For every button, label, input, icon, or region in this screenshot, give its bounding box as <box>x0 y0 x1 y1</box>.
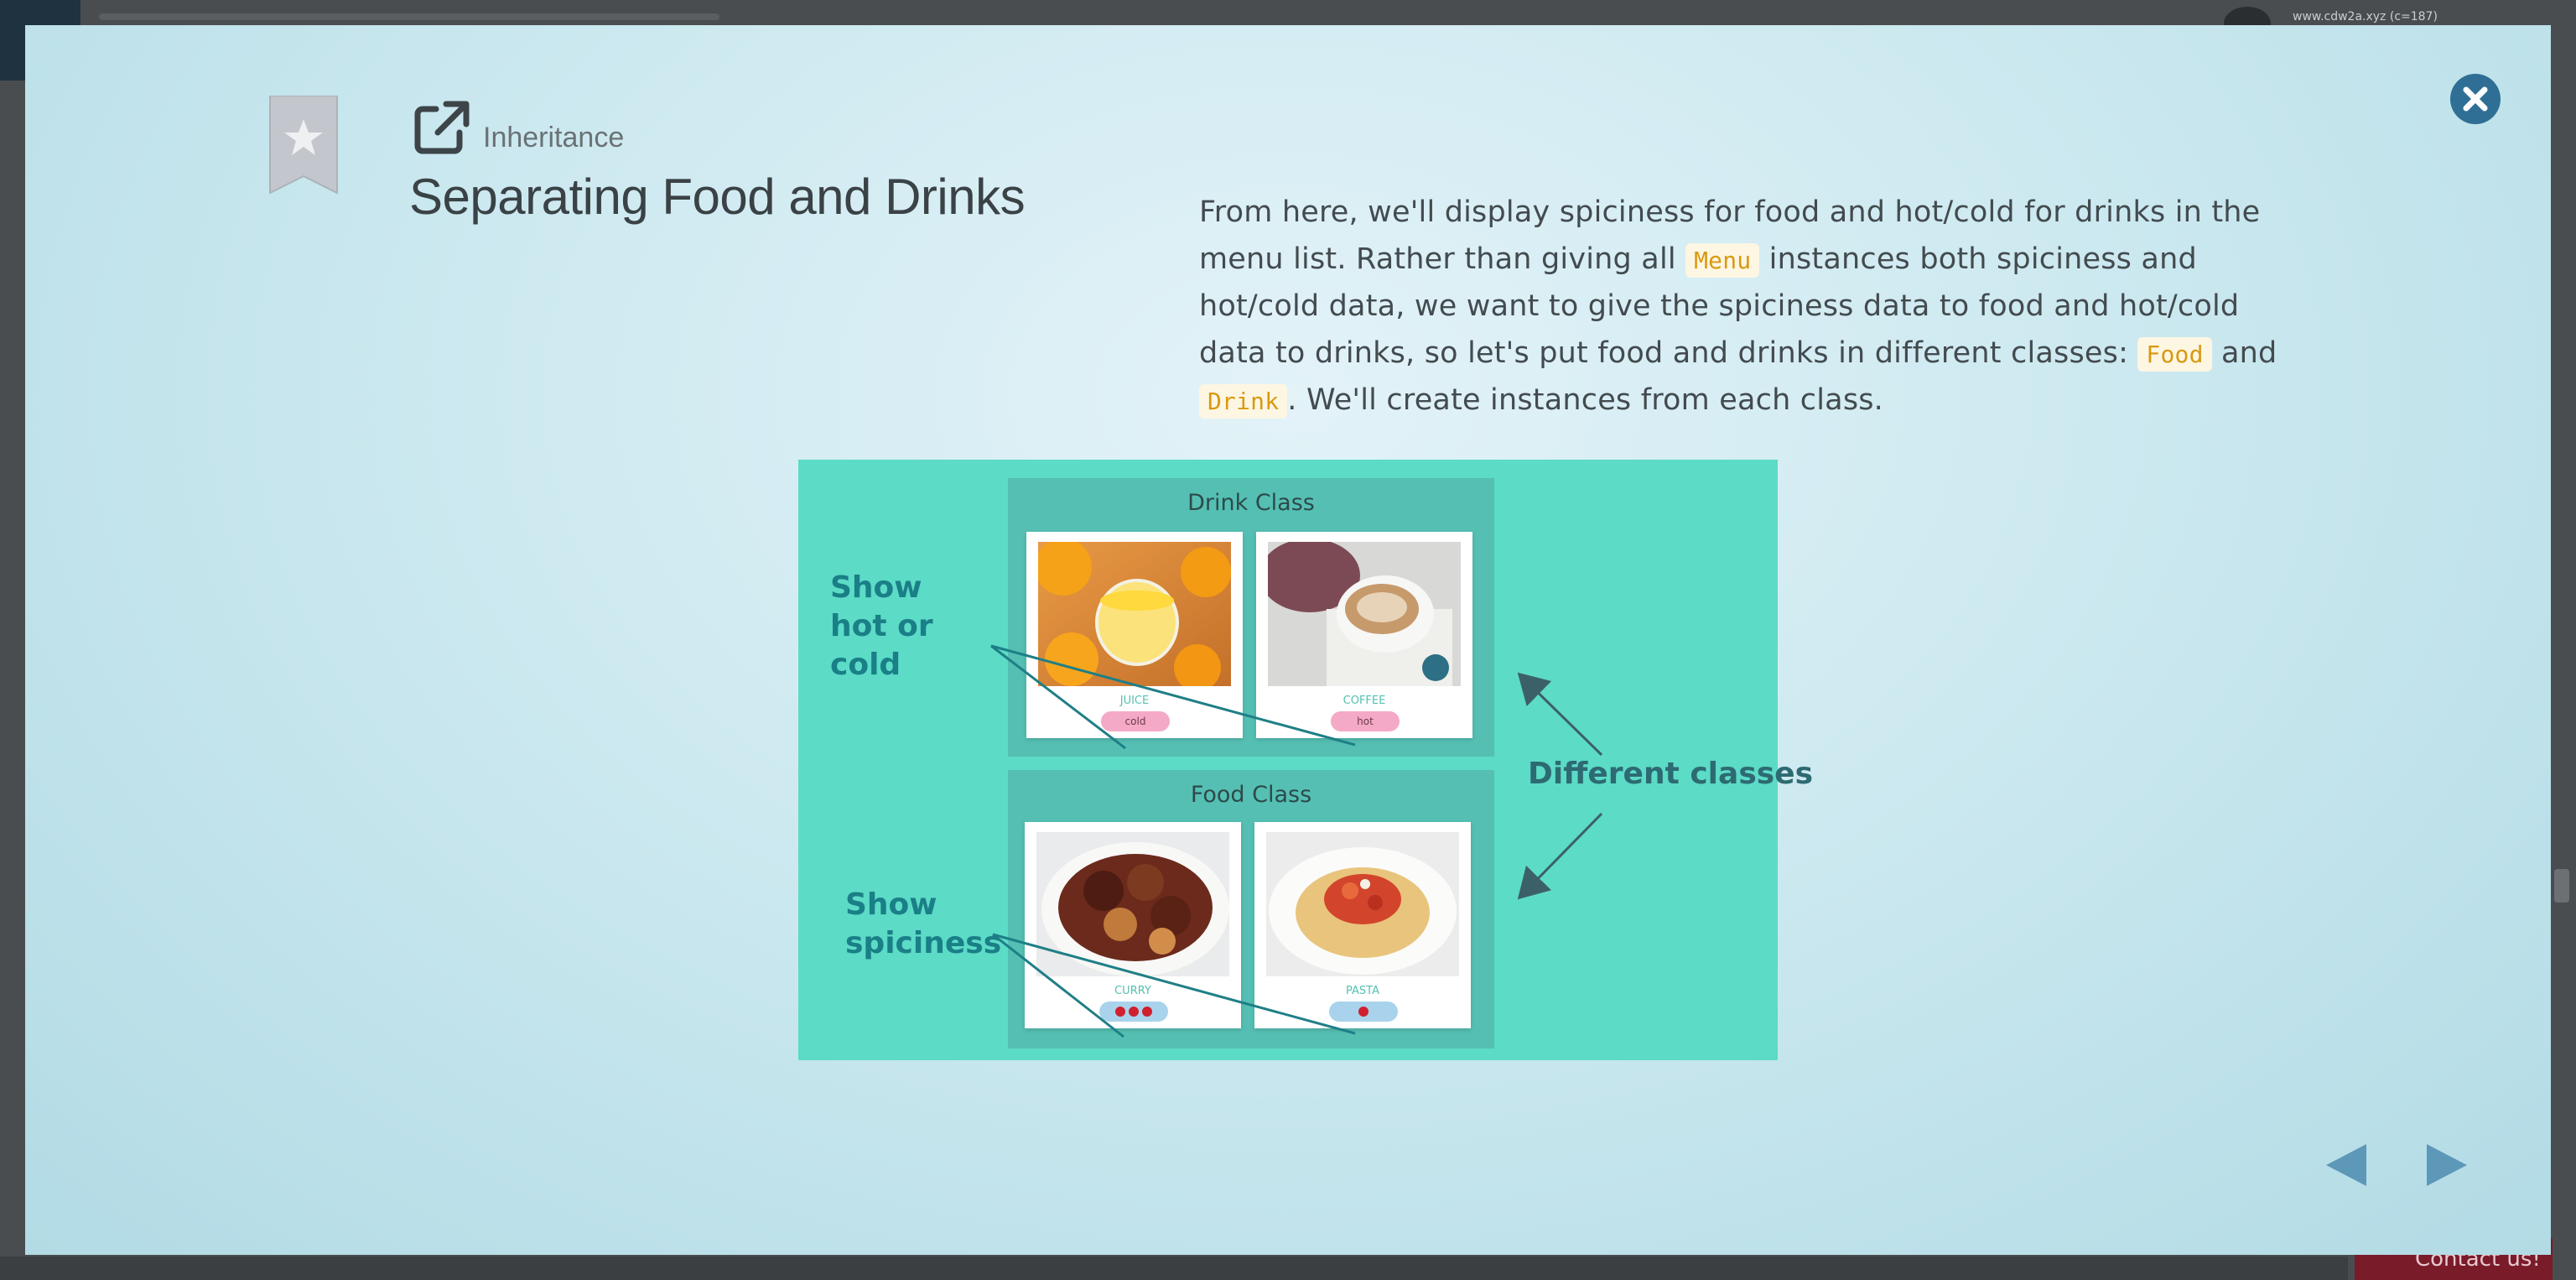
description-text: instances both spiciness and hot/cold da… <box>1199 242 2240 370</box>
description-text: From here, we'll display spiciness for f… <box>1199 195 2261 276</box>
pasta-photo <box>1266 832 1459 976</box>
juice-card: JUICE cold <box>1026 532 1243 738</box>
external-link-icon[interactable] <box>411 97 471 158</box>
curry-card: CURRY <box>1025 822 1241 1028</box>
drink-class-panel: Drink Class JUI <box>1008 478 1494 757</box>
page-title: Separating Food and Drinks <box>409 169 1026 225</box>
spiciness-3-peppers-icon <box>1099 1002 1168 1022</box>
food-class-panel: Food Class CURRY <box>1008 770 1494 1048</box>
annotation-hot-cold: Show hot or cold <box>830 570 933 682</box>
description-text: and <box>2211 336 2277 370</box>
coffee-photo <box>1268 542 1461 686</box>
background-url-text: www.cdw2a.xyz (c=187) <box>2293 10 2438 23</box>
slide-modal: Inheritance Separating Food and Drinks F… <box>25 25 2551 1255</box>
curry-label: CURRY <box>1114 985 1151 997</box>
close-icon[interactable] <box>2449 72 2502 126</box>
background-scrollbar[interactable] <box>2554 869 2569 903</box>
curry-photo <box>1036 832 1229 976</box>
spiciness-1-pepper-icon <box>1329 1002 1398 1022</box>
lesson-description: From here, we'll display spiciness for f… <box>1199 190 2306 425</box>
annotation-spiciness: Show spiciness <box>845 887 1002 960</box>
food-class-title: Food Class <box>1190 782 1312 808</box>
code-food: Food <box>2137 336 2212 372</box>
background-search-bar <box>99 13 719 20</box>
juice-photo <box>1038 542 1231 686</box>
lesson-header: Inheritance <box>411 91 624 158</box>
code-drink: Drink <box>1199 384 1288 419</box>
code-menu: Menu <box>1685 242 1760 278</box>
pasta-card: PASTA <box>1254 822 1471 1028</box>
coffee-label: COFFEE <box>1343 695 1386 707</box>
pasta-label: PASTA <box>1346 985 1379 997</box>
triangle-left-icon[interactable] <box>2323 1141 2366 1189</box>
triangle-right-icon[interactable] <box>2427 1141 2470 1189</box>
juice-label: JUICE <box>1119 695 1150 707</box>
annotation-different-classes: Different classes <box>1528 757 1814 791</box>
cold-tag: cold <box>1101 711 1170 731</box>
lesson-subtitle: Inheritance <box>483 122 625 153</box>
background-bottom-bar <box>0 1257 2348 1280</box>
drink-class-title: Drink Class <box>1187 490 1315 516</box>
coffee-card: COFFEE hot <box>1256 532 1472 738</box>
hot-tag: hot <box>1331 711 1400 731</box>
description-text: . We'll create instances from each class… <box>1287 383 1884 417</box>
bookmark-star-icon[interactable] <box>268 96 339 195</box>
class-diagram-figure: Drink Class JUI <box>798 460 1813 1060</box>
